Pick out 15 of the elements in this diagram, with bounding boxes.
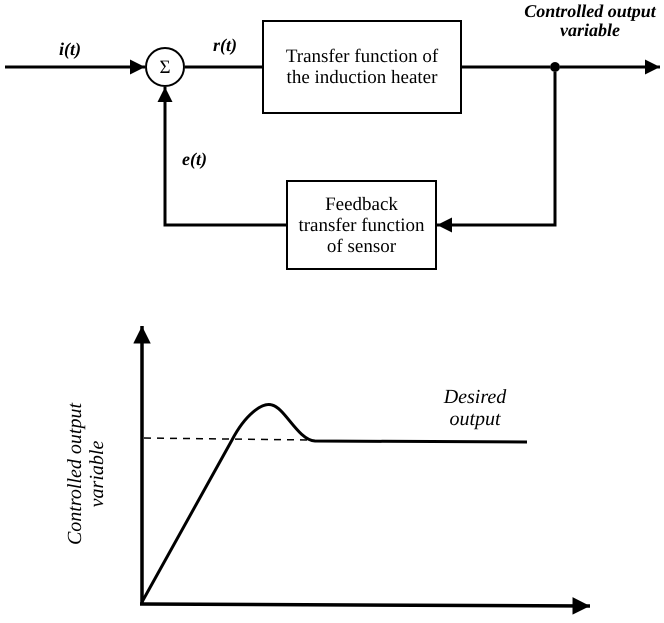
connector-line [185, 66, 262, 68]
block-text: Transfer function of the induction heater [284, 46, 440, 88]
arrow [5, 60, 145, 74]
summing-junction [145, 47, 185, 87]
process-box [262, 20, 462, 114]
arrow [437, 72, 556, 232]
arrow [560, 60, 660, 74]
arrow [158, 87, 286, 226]
sigma-symbol: Σ [159, 56, 171, 78]
connector-line [462, 66, 550, 68]
block-text: Feedback transfer function of sensor [297, 194, 426, 256]
process-box [286, 180, 437, 270]
junction-dot [550, 62, 560, 72]
axis-label: Controlled output variable [64, 402, 108, 548]
curve-label: Desired output [442, 386, 508, 430]
